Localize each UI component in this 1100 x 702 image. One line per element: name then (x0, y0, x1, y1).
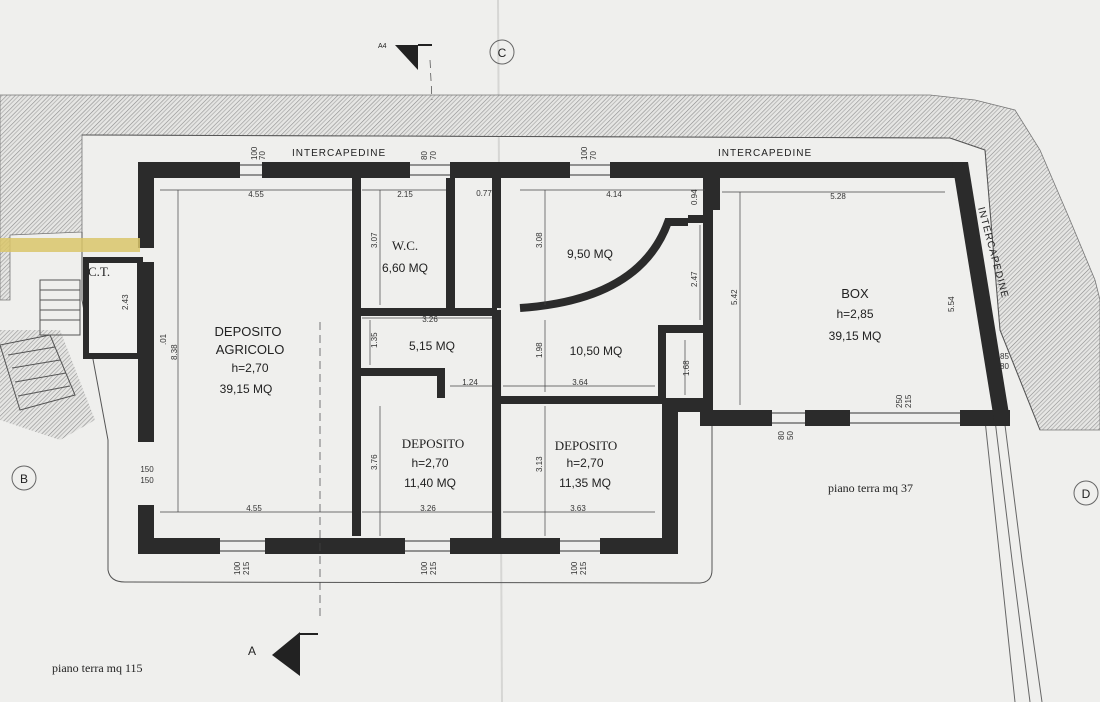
room-deposito-mid-height: h=2,70 (411, 456, 448, 470)
dim-554: 5.54 (947, 296, 956, 312)
dim-094: 0.94 (690, 189, 699, 205)
room-box-area: 39,15 MQ (829, 329, 882, 343)
win-215: 215 (904, 394, 913, 408)
room-deposito-right-height: h=2,70 (566, 456, 603, 470)
stair-hatch (0, 330, 95, 440)
win-100c: 100 (233, 561, 242, 575)
axis-b-circle (11, 465, 37, 491)
dim-150a: 150 (140, 465, 154, 474)
room-950-area: 9,50 MQ (567, 247, 613, 261)
win-70c: 70 (589, 151, 598, 160)
dim-455-bot: 4.55 (246, 504, 262, 513)
axis-d-label: D (1082, 487, 1091, 501)
driveway-lines (984, 419, 1043, 702)
dim-326-mid: 3.26 (422, 315, 438, 324)
dim-313: 3.13 (535, 456, 544, 472)
ct-box (83, 257, 143, 359)
room-deposito-agricolo-height: h=2,70 (231, 361, 268, 375)
dim-135: 1.35 (370, 332, 379, 348)
dim-801: .01 (159, 333, 168, 345)
axis-b-label: B (20, 472, 28, 486)
dim-247: 2.47 (690, 271, 699, 287)
room-corridor-area: 5,15 MQ (409, 339, 455, 353)
win-215d: 215 (429, 561, 438, 575)
room-deposito-agricolo-area: 39,15 MQ (220, 382, 273, 396)
win-215c: 215 (242, 561, 251, 575)
win-80b: 80 (1000, 362, 1009, 371)
dim-376: 3.76 (370, 454, 379, 470)
ct-door (0, 238, 140, 252)
win-100e: 100 (570, 561, 579, 575)
room-box-height: h=2,85 (836, 307, 873, 321)
win-85: 85 (1000, 352, 1009, 361)
dim-168: 1.68 (682, 360, 691, 376)
dimension-texts-vertical: 0.94 3.07 3.08 2.47 5.42 5.54 1.35 1.98 … (121, 146, 1009, 575)
dim-077: 0.77 (476, 189, 492, 198)
room-deposito-agricolo-name2: AGRICOLO (216, 342, 285, 357)
room-deposito-mid-name: DEPOSITO (402, 436, 465, 451)
walls (138, 162, 1010, 554)
dim-455-top: 4.55 (248, 190, 264, 199)
win-70b: 70 (429, 151, 438, 160)
dim-542: 5.42 (730, 289, 739, 305)
section-bottom-label: A (248, 644, 256, 658)
dim-838: 8.38 (170, 344, 179, 360)
axis-d-circle (1073, 480, 1099, 506)
dim-198: 1.98 (535, 342, 544, 358)
dim-363-bot: 3.63 (570, 504, 586, 513)
dim-243: 2.43 (121, 294, 130, 310)
win-215e: 215 (579, 561, 588, 575)
dimension-texts: 4.55 2.15 0.77 4.14 5.28 3.26 1.24 3.64 … (140, 189, 846, 513)
room-1050-area: 10,50 MQ (570, 344, 623, 358)
win-100d: 100 (420, 561, 429, 575)
room-wc-name: W.C. (392, 238, 418, 253)
outer-outline (81, 134, 1041, 584)
intercapedine-top-right: INTERCAPEDINE (718, 148, 812, 159)
room-deposito-agricolo-name1: DEPOSITO (215, 324, 282, 339)
room-wc-area: 6,60 MQ (382, 261, 428, 275)
piano-terra-37: piano terra mq 37 (828, 481, 913, 495)
section-top-label: A4 (378, 43, 387, 50)
dim-528: 5.28 (830, 192, 846, 201)
dim-215-top: 2.15 (397, 190, 413, 199)
section-arrow-bottom (272, 632, 300, 676)
win-100: 100 (250, 146, 259, 160)
ct-label: C.T. (88, 264, 110, 279)
room-deposito-mid-area: 11,40 MQ (404, 476, 456, 490)
room-box-name: BOX (841, 286, 869, 301)
win-70: 70 (258, 151, 267, 160)
dim-364: 3.64 (572, 378, 588, 387)
section-arrow-top (395, 45, 418, 70)
dim-150b: 150 (140, 476, 154, 485)
dim-414: 4.14 (606, 190, 622, 199)
dim-124: 1.24 (462, 378, 478, 387)
dim-308: 3.08 (535, 232, 544, 248)
stairs (0, 279, 81, 411)
win-50: 50 (786, 431, 795, 440)
dim-326-bot: 3.26 (420, 504, 436, 513)
win-80: 80 (420, 151, 429, 160)
piano-terra-115: piano terra mq 115 (52, 661, 143, 675)
win-100b: 100 (580, 146, 589, 160)
room-deposito-right-area: 11,35 MQ (559, 476, 611, 490)
axis-c-circle (489, 39, 515, 65)
window-lines (220, 164, 960, 552)
room-deposito-right-name: DEPOSITO (555, 438, 618, 453)
dim-307: 3.07 (370, 232, 379, 248)
axis-c-label: C (498, 46, 507, 60)
intercapedine-top-left: INTERCAPEDINE (292, 148, 386, 159)
curved-wall (519, 218, 688, 312)
win-80c: 80 (777, 431, 786, 440)
win-250: 250 (895, 394, 904, 408)
dimension-lines (160, 59, 945, 620)
